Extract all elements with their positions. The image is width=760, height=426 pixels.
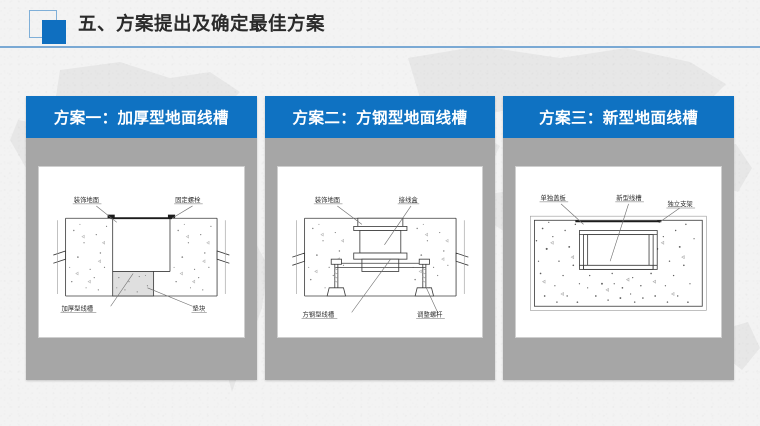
panel-3-label-top-mid: 新型线槽 <box>617 193 643 202</box>
panel-2-body: 装饰地面 接线盒 方钢型线槽 调整螺杆 <box>265 138 496 380</box>
panel-1-body: 装饰地面 固定螺栓 加厚型线槽 垫块 <box>26 138 257 380</box>
solution-panels-row: 方案一：加厚型地面线槽 <box>0 96 760 380</box>
panel-3-label-top-right: 独立支架 <box>668 199 694 208</box>
panel-1-label-bottom-left: 加厚型线槽 <box>62 303 94 312</box>
slide-header: 五、方案提出及确定最佳方案 <box>0 0 760 56</box>
solution-panel-2[interactable]: 方案二：方钢型地面线槽 <box>264 96 496 380</box>
panel-2-title: 方案二：方钢型地面线槽 <box>264 96 496 138</box>
panel-3-diagram: 单独盖板 新型线槽 独立支架 <box>515 166 723 338</box>
panel-2-label-bottom-right: 调整螺杆 <box>417 309 443 318</box>
panel-1-title: 方案一：加厚型地面线槽 <box>26 96 257 138</box>
panel-1-label-top-right: 固定螺栓 <box>175 195 201 204</box>
panel-1-diagram: 装饰地面 固定螺栓 加厚型线槽 垫块 <box>38 166 245 338</box>
panel-2-label-top-right: 接线盒 <box>398 195 418 204</box>
solution-panel-1[interactable]: 方案一：加厚型地面线槽 <box>26 96 257 380</box>
panel-2-diagram: 装饰地面 接线盒 方钢型线槽 调整螺杆 <box>276 166 484 338</box>
panel-2-label-top-left: 装饰地面 <box>315 195 340 204</box>
panel-1-label-top-left: 装饰地面 <box>74 195 99 204</box>
solution-panel-3[interactable]: 方案三：新型地面线槽 <box>503 96 735 380</box>
decor-square-filled-icon <box>42 20 66 44</box>
header-divider <box>0 46 760 48</box>
panel-3-title: 方案三：新型地面线槽 <box>503 96 735 138</box>
panel-1-label-bottom-right: 垫块 <box>193 303 206 312</box>
panel-3-label-top-left: 单独盖板 <box>541 193 567 202</box>
panel-3-body: 单独盖板 新型线槽 独立支架 <box>503 138 734 380</box>
page-title: 五、方案提出及确定最佳方案 <box>78 13 326 34</box>
panel-2-label-bottom-left: 方钢型线槽 <box>302 309 334 318</box>
